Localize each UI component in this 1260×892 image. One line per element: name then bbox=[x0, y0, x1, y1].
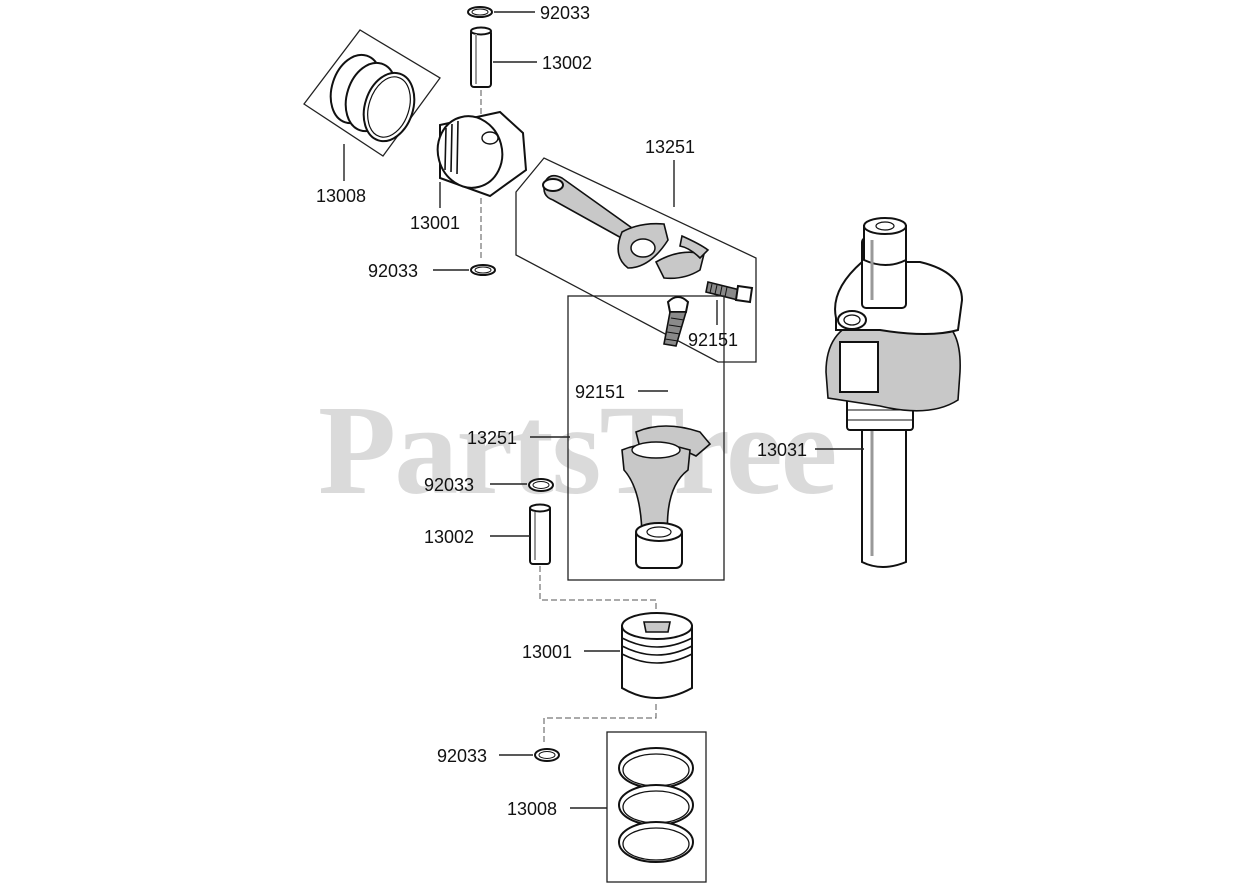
piston-rings-low[interactable] bbox=[606, 731, 707, 883]
piston-low[interactable] bbox=[621, 612, 693, 699]
piston-pin-low[interactable] bbox=[529, 503, 551, 565]
connecting-rod-bolt-top[interactable] bbox=[705, 281, 754, 304]
connecting-rod-low[interactable] bbox=[621, 425, 712, 569]
circlip-top[interactable] bbox=[467, 6, 493, 18]
piston-pin-top[interactable] bbox=[470, 26, 492, 88]
label-top-pin[interactable]: 13002 bbox=[542, 53, 592, 73]
piston-rings-top[interactable] bbox=[303, 29, 441, 157]
label-crankshaft[interactable]: 13031 bbox=[757, 440, 807, 460]
label-low-clip[interactable]: 92033 bbox=[437, 746, 487, 766]
connecting-rod-top[interactable] bbox=[515, 157, 757, 363]
circlip-mid[interactable] bbox=[470, 264, 496, 276]
piston-top[interactable] bbox=[430, 109, 528, 198]
label-top-bolt[interactable]: 92151 bbox=[688, 330, 738, 350]
label-low-clip-upper[interactable]: 92033 bbox=[424, 475, 474, 495]
label-low-rings[interactable]: 13008 bbox=[507, 799, 557, 819]
label-low-rod[interactable]: 13251 bbox=[467, 428, 517, 448]
label-top-piston[interactable]: 13001 bbox=[410, 213, 460, 233]
label-top-rings[interactable]: 13008 bbox=[316, 186, 366, 206]
circlip-low-upper[interactable] bbox=[528, 478, 554, 492]
label-low-piston[interactable]: 13001 bbox=[522, 642, 572, 662]
label-top-clip[interactable]: 92033 bbox=[540, 3, 590, 23]
label-top-rod[interactable]: 13251 bbox=[645, 137, 695, 157]
label-mid-clip[interactable]: 92033 bbox=[368, 261, 418, 281]
crankshaft[interactable] bbox=[825, 217, 964, 568]
watermark: PartsTree bbox=[318, 379, 835, 521]
connecting-rod-bolt-low[interactable] bbox=[663, 296, 690, 347]
label-low-pin[interactable]: 13002 bbox=[424, 527, 474, 547]
circlip-low[interactable] bbox=[534, 748, 560, 762]
label-low-bolt[interactable]: 92151 bbox=[575, 382, 625, 402]
connecting-rod-low-box bbox=[567, 295, 725, 581]
